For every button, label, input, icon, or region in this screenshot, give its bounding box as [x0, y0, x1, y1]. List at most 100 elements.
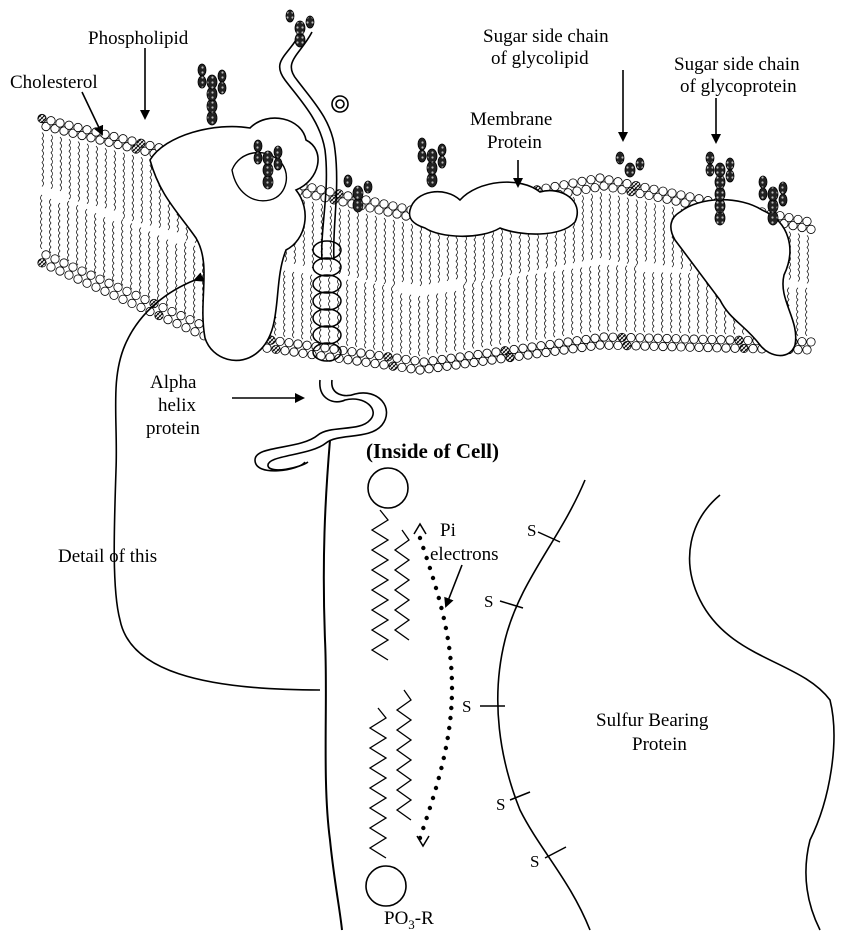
lipid-head — [618, 333, 626, 341]
lipid-head — [398, 363, 406, 371]
pi-electron-dot — [442, 616, 446, 620]
lipid-tail — [123, 153, 125, 219]
pi-electron-dot — [446, 736, 450, 740]
lipid-tail — [798, 233, 800, 281]
lipid-tail — [50, 199, 52, 253]
lipid-head — [744, 336, 752, 344]
lipid-head — [609, 333, 617, 341]
lipid-head — [452, 361, 460, 369]
label-sugar-glycolipid-1: Sugar side chain — [483, 26, 609, 47]
lipid-head — [321, 344, 329, 352]
lipid-tail — [402, 222, 404, 282]
lipid-head — [551, 182, 559, 190]
lipid-tail — [491, 280, 493, 346]
lipid-head — [344, 192, 352, 200]
lipid-tail — [42, 133, 44, 187]
lipid-tail — [627, 198, 629, 264]
lipid-head — [402, 355, 410, 363]
lipid-head — [182, 324, 190, 332]
lipid-head — [632, 181, 640, 189]
lipid-head — [740, 344, 748, 352]
lipid-head — [371, 359, 379, 367]
lipid-tail — [420, 226, 422, 286]
lipid-head — [591, 184, 599, 192]
membrane-protein-shape — [410, 182, 578, 236]
lipid-head — [137, 139, 145, 147]
lipid-head — [605, 341, 613, 349]
lipid-head — [569, 345, 577, 353]
pi-electron-dot — [439, 766, 443, 770]
pi-electron-dot — [434, 586, 438, 590]
lipid-tail — [78, 142, 80, 202]
lipid-head — [303, 341, 311, 349]
lipid-head — [146, 141, 154, 149]
lipid-head — [726, 336, 734, 344]
lipid-tail — [293, 272, 295, 338]
sugar-chain — [286, 10, 314, 47]
lipid-tail — [618, 196, 620, 262]
lipid-head — [623, 341, 631, 349]
lipid-tail — [77, 205, 79, 265]
lipid-head — [479, 357, 487, 365]
pi-electron-dot — [444, 626, 448, 630]
lipid-tail — [653, 272, 655, 332]
lipid-head — [497, 355, 505, 363]
lipid-tail — [464, 284, 466, 350]
lipid-head — [641, 342, 649, 350]
pi-electron-dot — [439, 606, 443, 610]
lipid-head — [533, 350, 541, 358]
helix-coil — [313, 309, 341, 327]
lipid-head — [393, 354, 401, 362]
lipid-head — [645, 334, 653, 342]
lipid-head — [285, 339, 293, 347]
lipid-head — [587, 176, 595, 184]
pi-electron-dot — [437, 596, 441, 600]
fatty-acid-chain — [395, 530, 409, 640]
lipid-tail — [41, 195, 43, 249]
lipid-head — [807, 225, 815, 233]
lipid-tail — [563, 270, 565, 336]
helix-coil — [313, 292, 341, 310]
lipid-tail — [582, 195, 584, 261]
lipid-head — [290, 348, 298, 356]
lipid-tail — [429, 224, 431, 284]
lipid-head — [114, 283, 122, 291]
lipid-tail — [581, 268, 583, 334]
lipid-head — [281, 347, 289, 355]
pi-electron-dot — [437, 776, 441, 780]
lipid-tail — [527, 275, 529, 341]
lipid-head — [83, 126, 91, 134]
pi-electron-dot — [450, 676, 454, 680]
lipid-tail — [572, 269, 574, 335]
lipid-tail — [428, 295, 430, 355]
label-pi-2: electrons — [430, 544, 499, 565]
lipid-tail — [302, 273, 304, 339]
lipid-head — [722, 344, 730, 352]
fatty-acid-tails — [370, 510, 411, 858]
lipid-head — [42, 251, 50, 259]
lipid-head — [659, 342, 667, 350]
lipid-tail — [545, 273, 547, 339]
lipid-tail — [455, 291, 457, 351]
lipid-head — [101, 130, 109, 138]
lipid-head — [83, 279, 91, 287]
lipid-tail — [518, 276, 520, 342]
lipid-head — [276, 337, 284, 345]
label-detail-of-this: Detail of this — [58, 546, 157, 567]
lipid-tail — [69, 139, 71, 199]
lipid-tail — [51, 135, 53, 189]
pi-electron-dot — [447, 726, 451, 730]
lipid-tail — [509, 278, 511, 344]
pi-electron-dot — [449, 706, 453, 710]
helix-coil — [313, 258, 341, 276]
lipid-tail — [698, 273, 700, 333]
lipid-head — [65, 271, 73, 279]
label-sulfur-protein-2: Protein — [632, 734, 687, 755]
lipid-tail — [131, 223, 133, 289]
lipid-tail — [185, 242, 187, 314]
lipid-head — [299, 349, 307, 357]
lipid-tail — [374, 284, 376, 350]
lipid-head — [614, 341, 622, 349]
